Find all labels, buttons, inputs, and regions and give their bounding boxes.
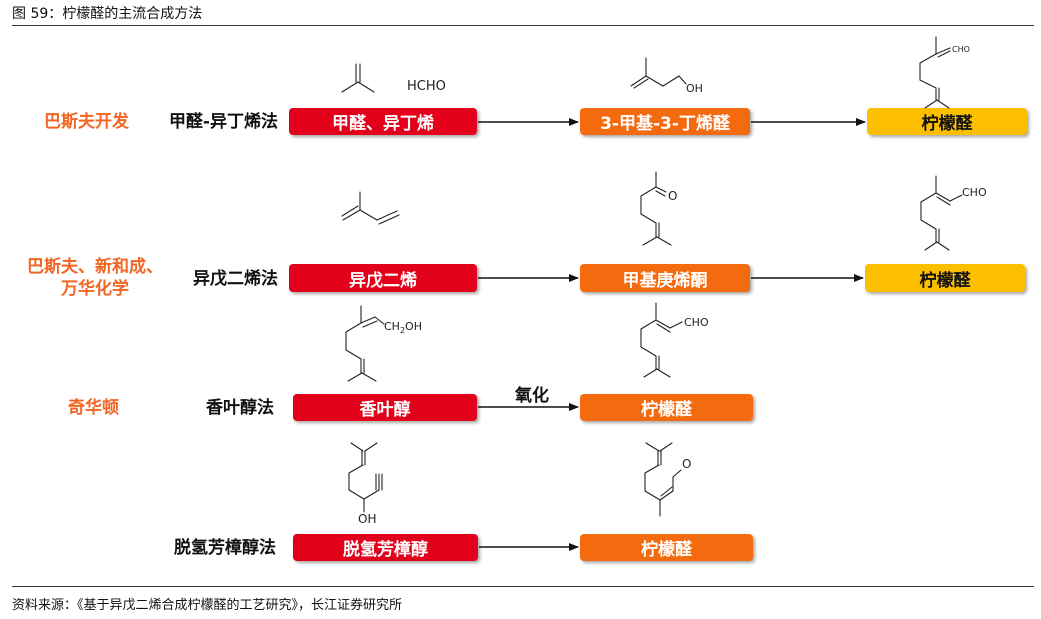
method-row2: 异戊二烯法 (193, 269, 278, 289)
molecule-isoprene (341, 191, 400, 225)
label-oh-row4: OH (358, 512, 376, 526)
molecule-geraniol (345, 305, 385, 382)
box-isoprene: 异戊二烯 (289, 264, 477, 292)
company-row2: 巴斯夫、新和成、 万华化学 (20, 256, 170, 300)
method-row4: 脱氢芳樟醇法 (174, 538, 276, 558)
figure-title: 图 59：柠檬醛的主流合成方法 (12, 6, 203, 22)
molecule-citral-row4 (644, 442, 682, 517)
box-citral-row1: 柠檬醛 (867, 108, 1027, 135)
label-sub2: 2 (400, 326, 405, 335)
bottom-rule (12, 586, 1034, 587)
molecule-dehydrolinalool (348, 442, 383, 513)
box-dehydrolinalool: 脱氢芳樟醇 (293, 534, 478, 561)
box-formaldehyde-isobutylene: 甲醛、异丁烯 (289, 108, 477, 135)
label-cho-row3: CHO (684, 316, 709, 329)
molecule-citral-row2 (920, 175, 963, 251)
label-ch: CH (384, 320, 400, 333)
label-o-row4: O (682, 457, 691, 471)
molecule-3-methyl-3-butenal (630, 57, 687, 89)
box-geraniol: 香叶醇 (293, 394, 477, 421)
box-citral-row3: 柠檬醛 (580, 394, 753, 421)
method-row1: 甲醛-异丁烯法 (168, 112, 278, 132)
label-o-row2: O (668, 189, 677, 203)
molecule-methylheptenone (640, 171, 672, 246)
label-oh-row1: OH (686, 82, 703, 95)
company-row3: 奇华顿 (68, 398, 119, 418)
label-oh-row3: OH (405, 320, 422, 333)
arrow-label-oxidation: 氧化 (515, 386, 549, 406)
molecule-isobutylene (341, 63, 375, 93)
label-hcho: HCHO (407, 79, 446, 94)
label-cho-row1: CHO (952, 45, 970, 54)
method-row3: 香叶醇法 (206, 398, 274, 418)
box-methylheptenone: 甲基庚烯酮 (580, 264, 750, 292)
company-row2-line1: 巴斯夫、新和成、 (27, 257, 163, 277)
box-3-methyl-3-butenal: 3-甲基-3-丁烯醛 (580, 108, 750, 135)
molecule-citral-row1 (919, 36, 951, 109)
molecule-citral-row3 (640, 302, 683, 378)
label-ch2oh: CH2OH (384, 320, 422, 335)
box-citral-row2: 柠檬醛 (865, 264, 1025, 292)
company-row1: 巴斯夫开发 (44, 112, 129, 132)
label-cho-row2: CHO (962, 186, 987, 199)
top-rule (12, 25, 1034, 26)
figure-source: 资料来源：《基于异戊二烯合成柠檬醛的工艺研究》，长江证券研究所 (12, 598, 403, 613)
company-row2-line2: 万华化学 (61, 279, 129, 299)
box-citral-row4: 柠檬醛 (580, 534, 753, 561)
